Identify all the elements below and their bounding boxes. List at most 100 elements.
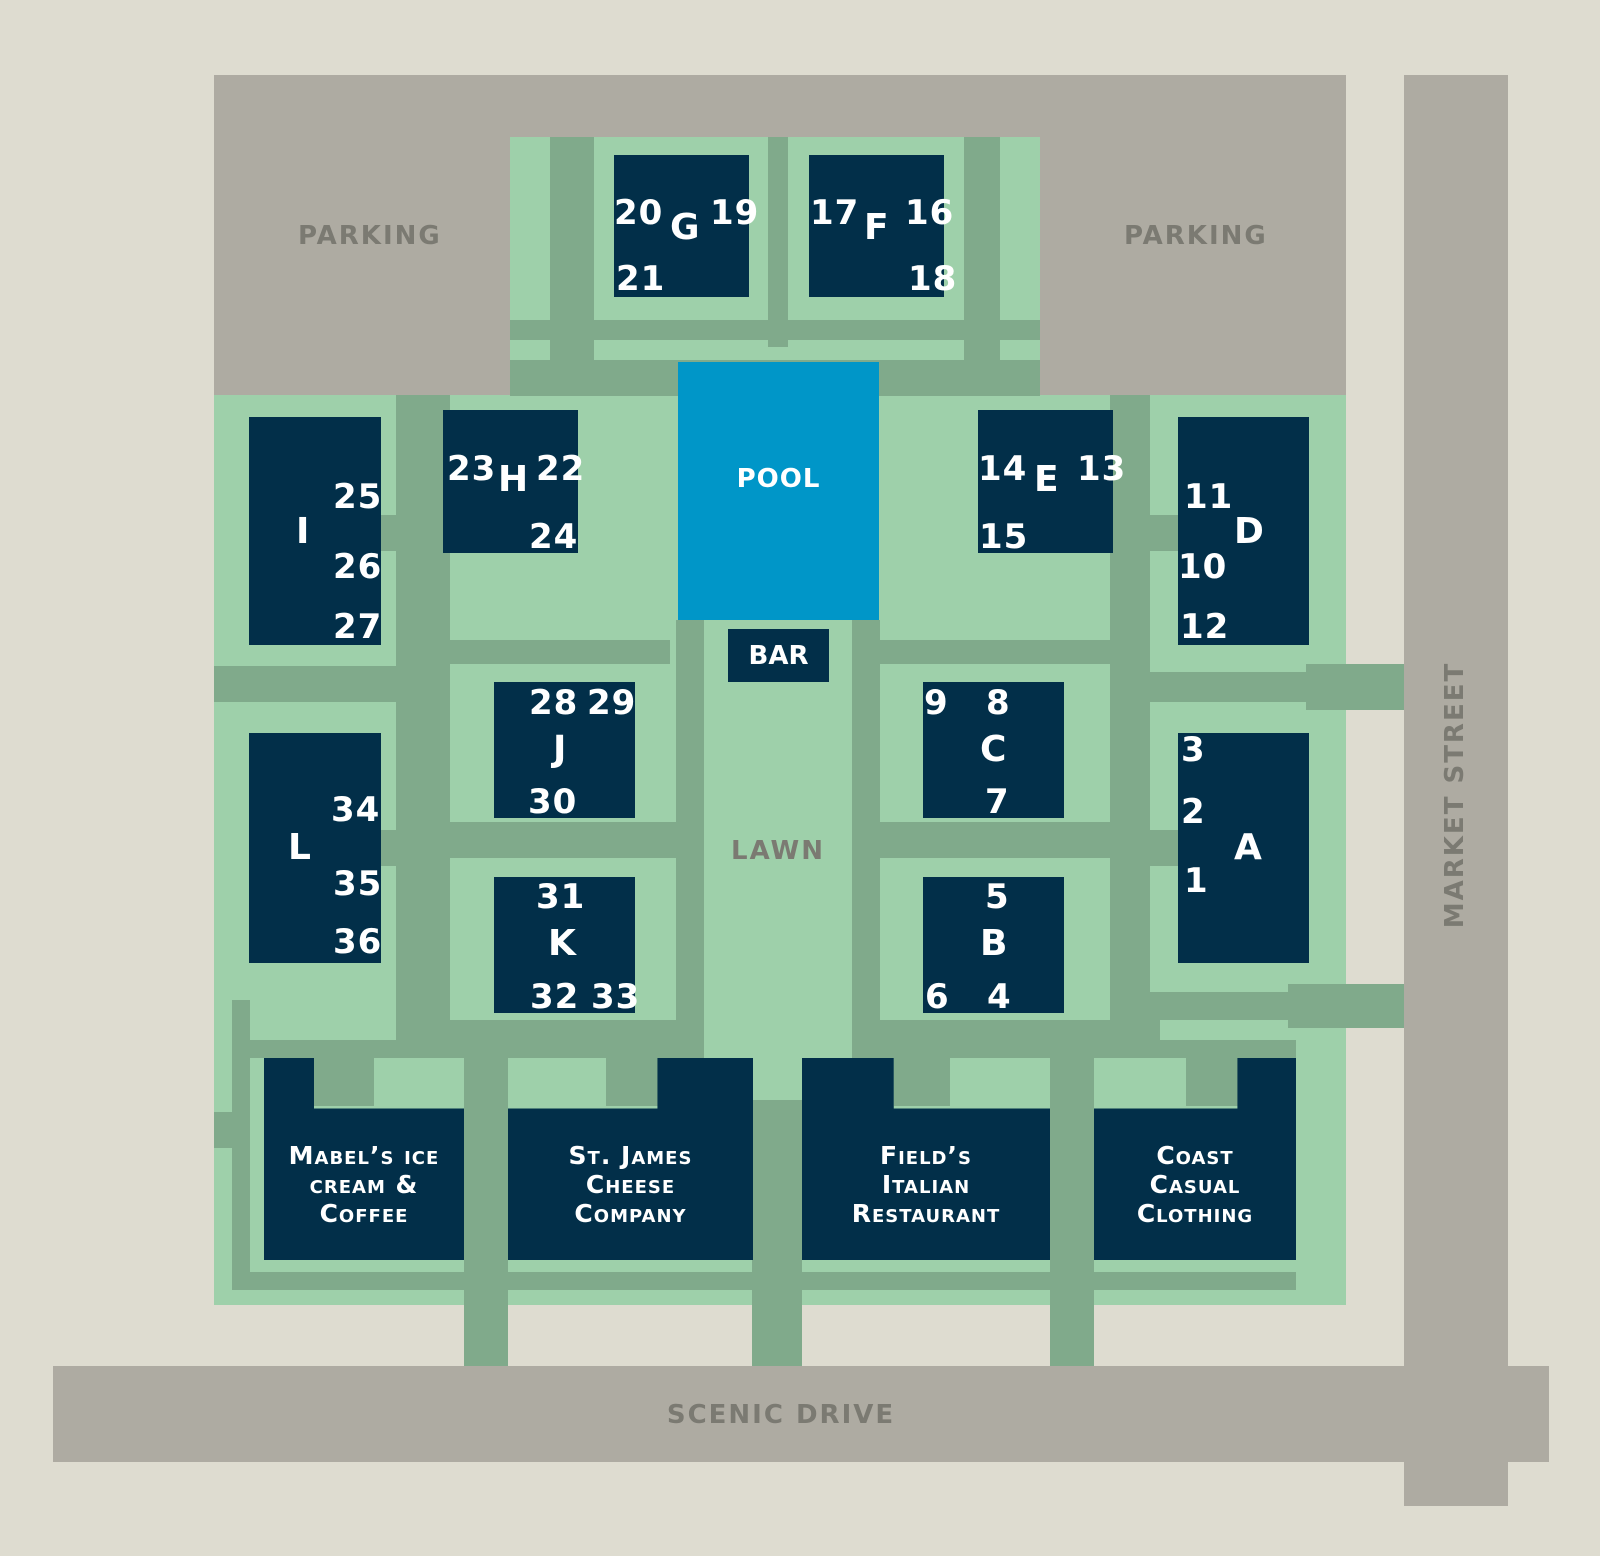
building-h-letter: H xyxy=(498,459,529,500)
unit-36[interactable]: 36 xyxy=(333,922,383,962)
path-south-west-stub xyxy=(214,1112,234,1148)
unit-2[interactable]: 2 xyxy=(1181,792,1206,832)
building-l[interactable] xyxy=(249,733,381,963)
path-lawn-west xyxy=(676,620,704,1060)
unit-12[interactable]: 12 xyxy=(1180,607,1230,647)
building-l-letter: L xyxy=(288,827,311,868)
scenic-drive-road xyxy=(53,1366,1549,1462)
unit-17[interactable]: 17 xyxy=(810,193,860,233)
unit-6[interactable]: 6 xyxy=(925,977,950,1017)
building-a-letter: A xyxy=(1234,827,1262,868)
unit-28[interactable]: 28 xyxy=(529,683,579,723)
unit-10[interactable]: 10 xyxy=(1178,547,1228,587)
building-b[interactable] xyxy=(923,877,1064,1013)
shop-fields-label: Field’s Italian Restaurant xyxy=(851,1141,1001,1228)
unit-35[interactable]: 35 xyxy=(333,864,383,904)
path-east-h2 xyxy=(1150,992,1290,1020)
path-south-2 xyxy=(752,1100,802,1366)
building-b-letter: B xyxy=(980,923,1008,964)
path-west-h1 xyxy=(214,666,414,702)
path-south-notch-2 xyxy=(606,1056,660,1106)
unit-15[interactable]: 15 xyxy=(979,517,1029,557)
path-south-1 xyxy=(464,1056,508,1366)
building-c[interactable] xyxy=(923,682,1064,818)
parking-left-label: PARKING xyxy=(298,221,442,251)
unit-23[interactable]: 23 xyxy=(447,449,497,489)
unit-14[interactable]: 14 xyxy=(978,449,1028,489)
unit-27[interactable]: 27 xyxy=(333,607,383,647)
unit-20[interactable]: 20 xyxy=(614,193,664,233)
unit-11[interactable]: 11 xyxy=(1184,477,1234,517)
lawn-area xyxy=(704,620,852,1060)
unit-13[interactable]: 13 xyxy=(1077,449,1127,489)
unit-18[interactable]: 18 xyxy=(908,259,958,299)
path-north-left xyxy=(550,137,594,395)
path-inner-east-mid xyxy=(860,822,1120,858)
building-i-letter: I xyxy=(296,511,310,552)
lawn-label: LAWN xyxy=(731,836,825,866)
unit-29[interactable]: 29 xyxy=(587,683,637,723)
path-south-notch-3 xyxy=(894,1056,950,1106)
path-east-v xyxy=(1110,395,1150,1045)
building-e[interactable] xyxy=(978,410,1113,553)
market-street-road xyxy=(1404,75,1508,1506)
unit-4[interactable]: 4 xyxy=(987,977,1012,1017)
bar-building[interactable] xyxy=(728,629,829,682)
unit-24[interactable]: 24 xyxy=(529,517,579,557)
unit-7[interactable]: 7 xyxy=(985,782,1010,822)
path-west-v xyxy=(396,395,450,1045)
path-inner-east xyxy=(860,640,1110,664)
unit-3[interactable]: 3 xyxy=(1181,730,1206,770)
building-j-letter: J xyxy=(553,729,567,770)
shop-coast-label: Coast Casual Clothing xyxy=(1136,1141,1254,1228)
bar-label: BAR xyxy=(748,641,809,671)
path-east-connector-2 xyxy=(1288,984,1404,1028)
unit-25[interactable]: 25 xyxy=(333,477,383,517)
unit-21[interactable]: 21 xyxy=(616,259,666,299)
unit-19[interactable]: 19 xyxy=(710,193,760,233)
path-east-h1 xyxy=(1150,672,1310,702)
path-north-cross xyxy=(510,320,1040,340)
building-c-letter: C xyxy=(980,729,1007,770)
unit-33[interactable]: 33 xyxy=(591,977,641,1017)
building-k[interactable] xyxy=(494,877,635,1013)
building-h[interactable] xyxy=(443,410,578,553)
unit-8[interactable]: 8 xyxy=(986,683,1011,723)
path-east-connector-1 xyxy=(1306,664,1404,710)
building-d-letter: D xyxy=(1234,511,1264,552)
parking-right-label: PARKING xyxy=(1124,221,1268,251)
building-i[interactable] xyxy=(249,417,381,645)
path-south-west-v xyxy=(232,1000,250,1290)
shop-st-james-label: St. James Cheese Company xyxy=(568,1141,693,1228)
path-south-notch-4 xyxy=(1186,1056,1240,1106)
shop-mabels-label: Mabel’s ice cream & Coffee xyxy=(288,1141,440,1228)
building-f-letter: F xyxy=(864,207,889,248)
unit-30[interactable]: 30 xyxy=(528,782,578,822)
unit-1[interactable]: 1 xyxy=(1184,861,1209,901)
unit-26[interactable]: 26 xyxy=(333,547,383,587)
path-north-center xyxy=(768,137,788,347)
unit-9[interactable]: 9 xyxy=(924,683,949,723)
path-north-right xyxy=(964,137,1000,395)
building-e-letter: E xyxy=(1034,459,1059,500)
building-g-letter: G xyxy=(670,207,700,248)
path-south-3 xyxy=(1050,1056,1094,1366)
building-f[interactable] xyxy=(809,155,944,297)
building-a[interactable] xyxy=(1178,733,1309,963)
pool-area[interactable] xyxy=(678,362,879,620)
scenic-drive-label: SCENIC DRIVE xyxy=(666,1400,896,1430)
unit-34[interactable]: 34 xyxy=(331,790,381,830)
building-j[interactable] xyxy=(494,682,635,818)
path-inner-west-mid xyxy=(440,822,700,858)
unit-16[interactable]: 16 xyxy=(905,193,955,233)
unit-5[interactable]: 5 xyxy=(985,877,1010,917)
pool-label: POOL xyxy=(736,464,821,494)
building-k-letter: K xyxy=(548,923,576,964)
building-d[interactable] xyxy=(1178,417,1309,645)
path-south-notch-1 xyxy=(314,1056,374,1106)
unit-32[interactable]: 32 xyxy=(530,977,580,1017)
path-inner-west xyxy=(440,640,670,664)
unit-22[interactable]: 22 xyxy=(536,449,586,489)
building-g[interactable] xyxy=(614,155,749,297)
unit-31[interactable]: 31 xyxy=(536,877,586,917)
